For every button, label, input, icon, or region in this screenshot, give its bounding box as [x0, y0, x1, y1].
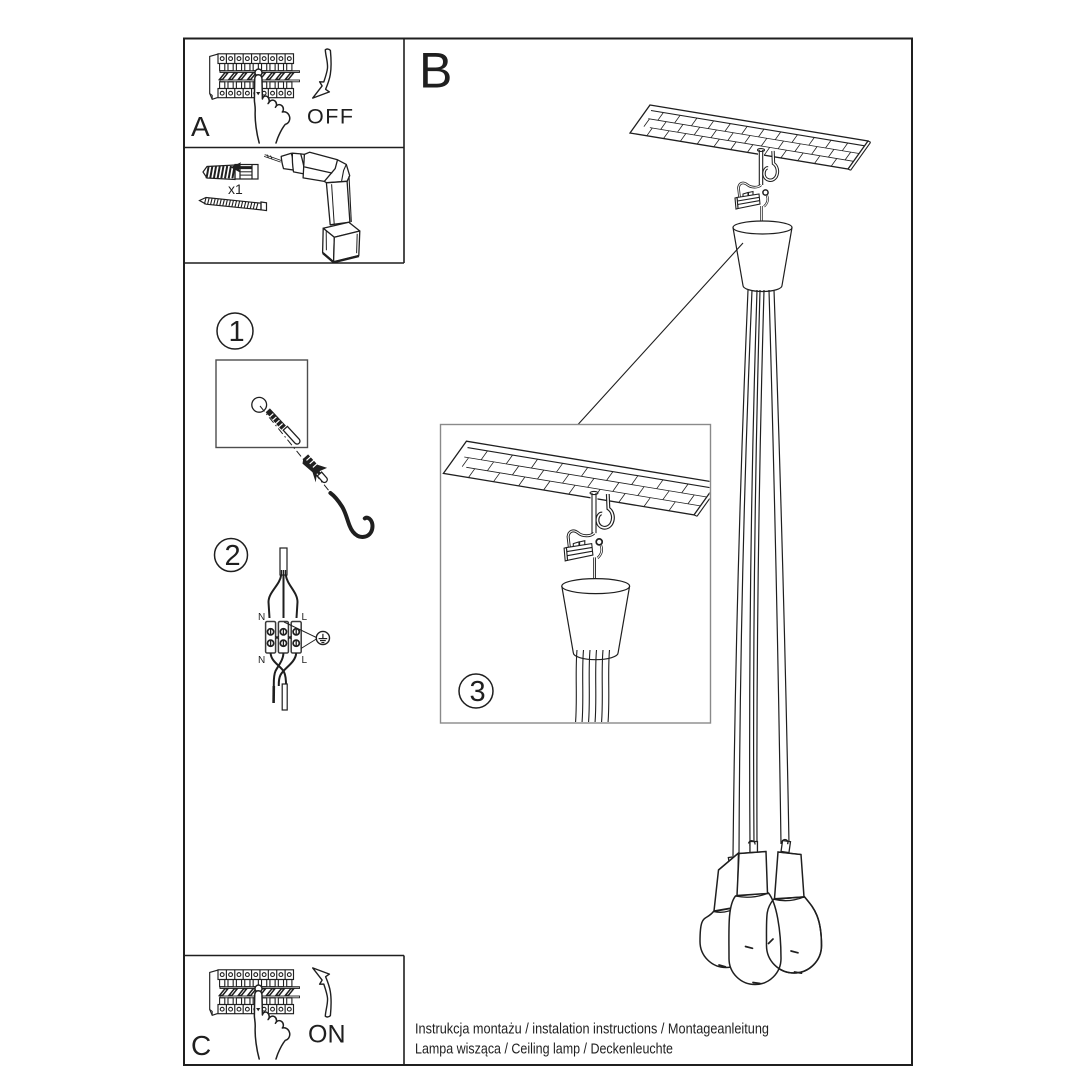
- svg-text:x1: x1: [228, 181, 243, 197]
- svg-text:3: 3: [470, 676, 486, 708]
- svg-text:N: N: [258, 612, 265, 623]
- svg-text:L: L: [302, 655, 308, 666]
- svg-text:ON: ON: [308, 1021, 346, 1049]
- svg-text:Instrukcja montażu / instalati: Instrukcja montażu / instalation instruc…: [415, 1021, 769, 1038]
- svg-text:Lampa wisząca / Ceiling lamp: Lampa wisząca / Ceiling lamp / Deckenleu…: [415, 1041, 673, 1058]
- svg-text:L: L: [302, 612, 308, 623]
- svg-text:2: 2: [225, 540, 241, 572]
- svg-text:A: A: [191, 111, 210, 142]
- svg-text:B: B: [419, 43, 452, 99]
- svg-text:1: 1: [229, 316, 245, 348]
- svg-text:N: N: [258, 655, 265, 666]
- svg-text:C: C: [191, 1030, 211, 1061]
- svg-text:OFF: OFF: [307, 105, 355, 129]
